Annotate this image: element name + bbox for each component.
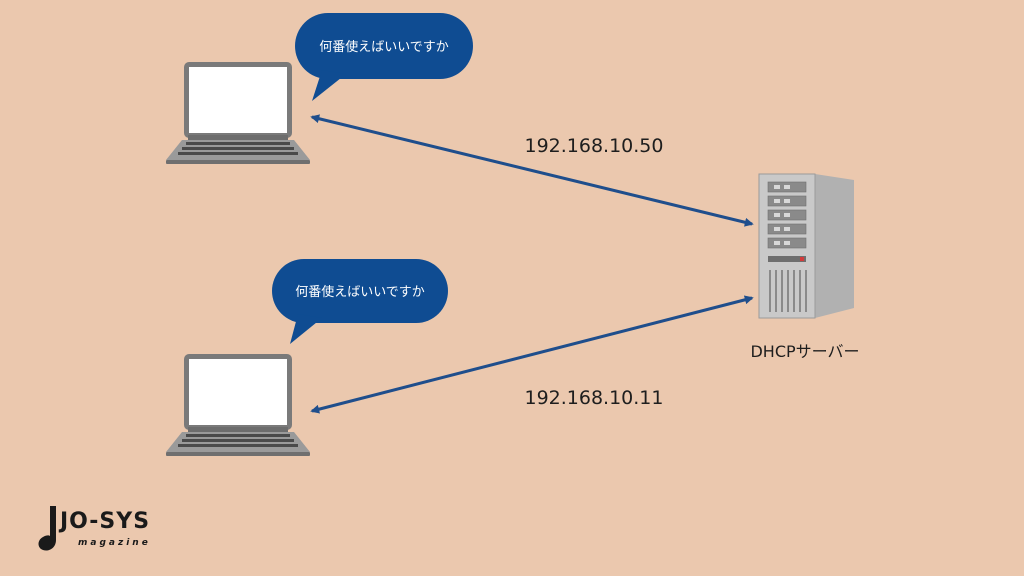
laptop-2-icon (166, 354, 310, 456)
server-icon (758, 173, 854, 319)
speech-bubble-2: 何番使えばいいですか (272, 259, 448, 344)
bubble-2-text: 何番使えばいいですか (295, 284, 425, 300)
ip-address-2-label: 192.168.10.11 (524, 387, 663, 409)
logo-sub-text: magazine (78, 538, 151, 548)
arrow-laptop-2-server (310, 295, 754, 414)
dhcp-server-label: DHCPサーバー (750, 342, 859, 361)
arrow-laptop-1-server (310, 114, 754, 227)
music-note-icon (38, 506, 56, 551)
laptop-1-icon (166, 62, 310, 164)
ip-address-1-label: 192.168.10.50 (524, 135, 663, 157)
jo-sys-logo: JO-SYS magazine (38, 506, 151, 551)
logo-main-text: JO-SYS (58, 509, 150, 534)
bubble-1-text: 何番使えばいいですか (319, 39, 449, 55)
speech-bubble-1: 何番使えばいいですか (295, 13, 473, 101)
